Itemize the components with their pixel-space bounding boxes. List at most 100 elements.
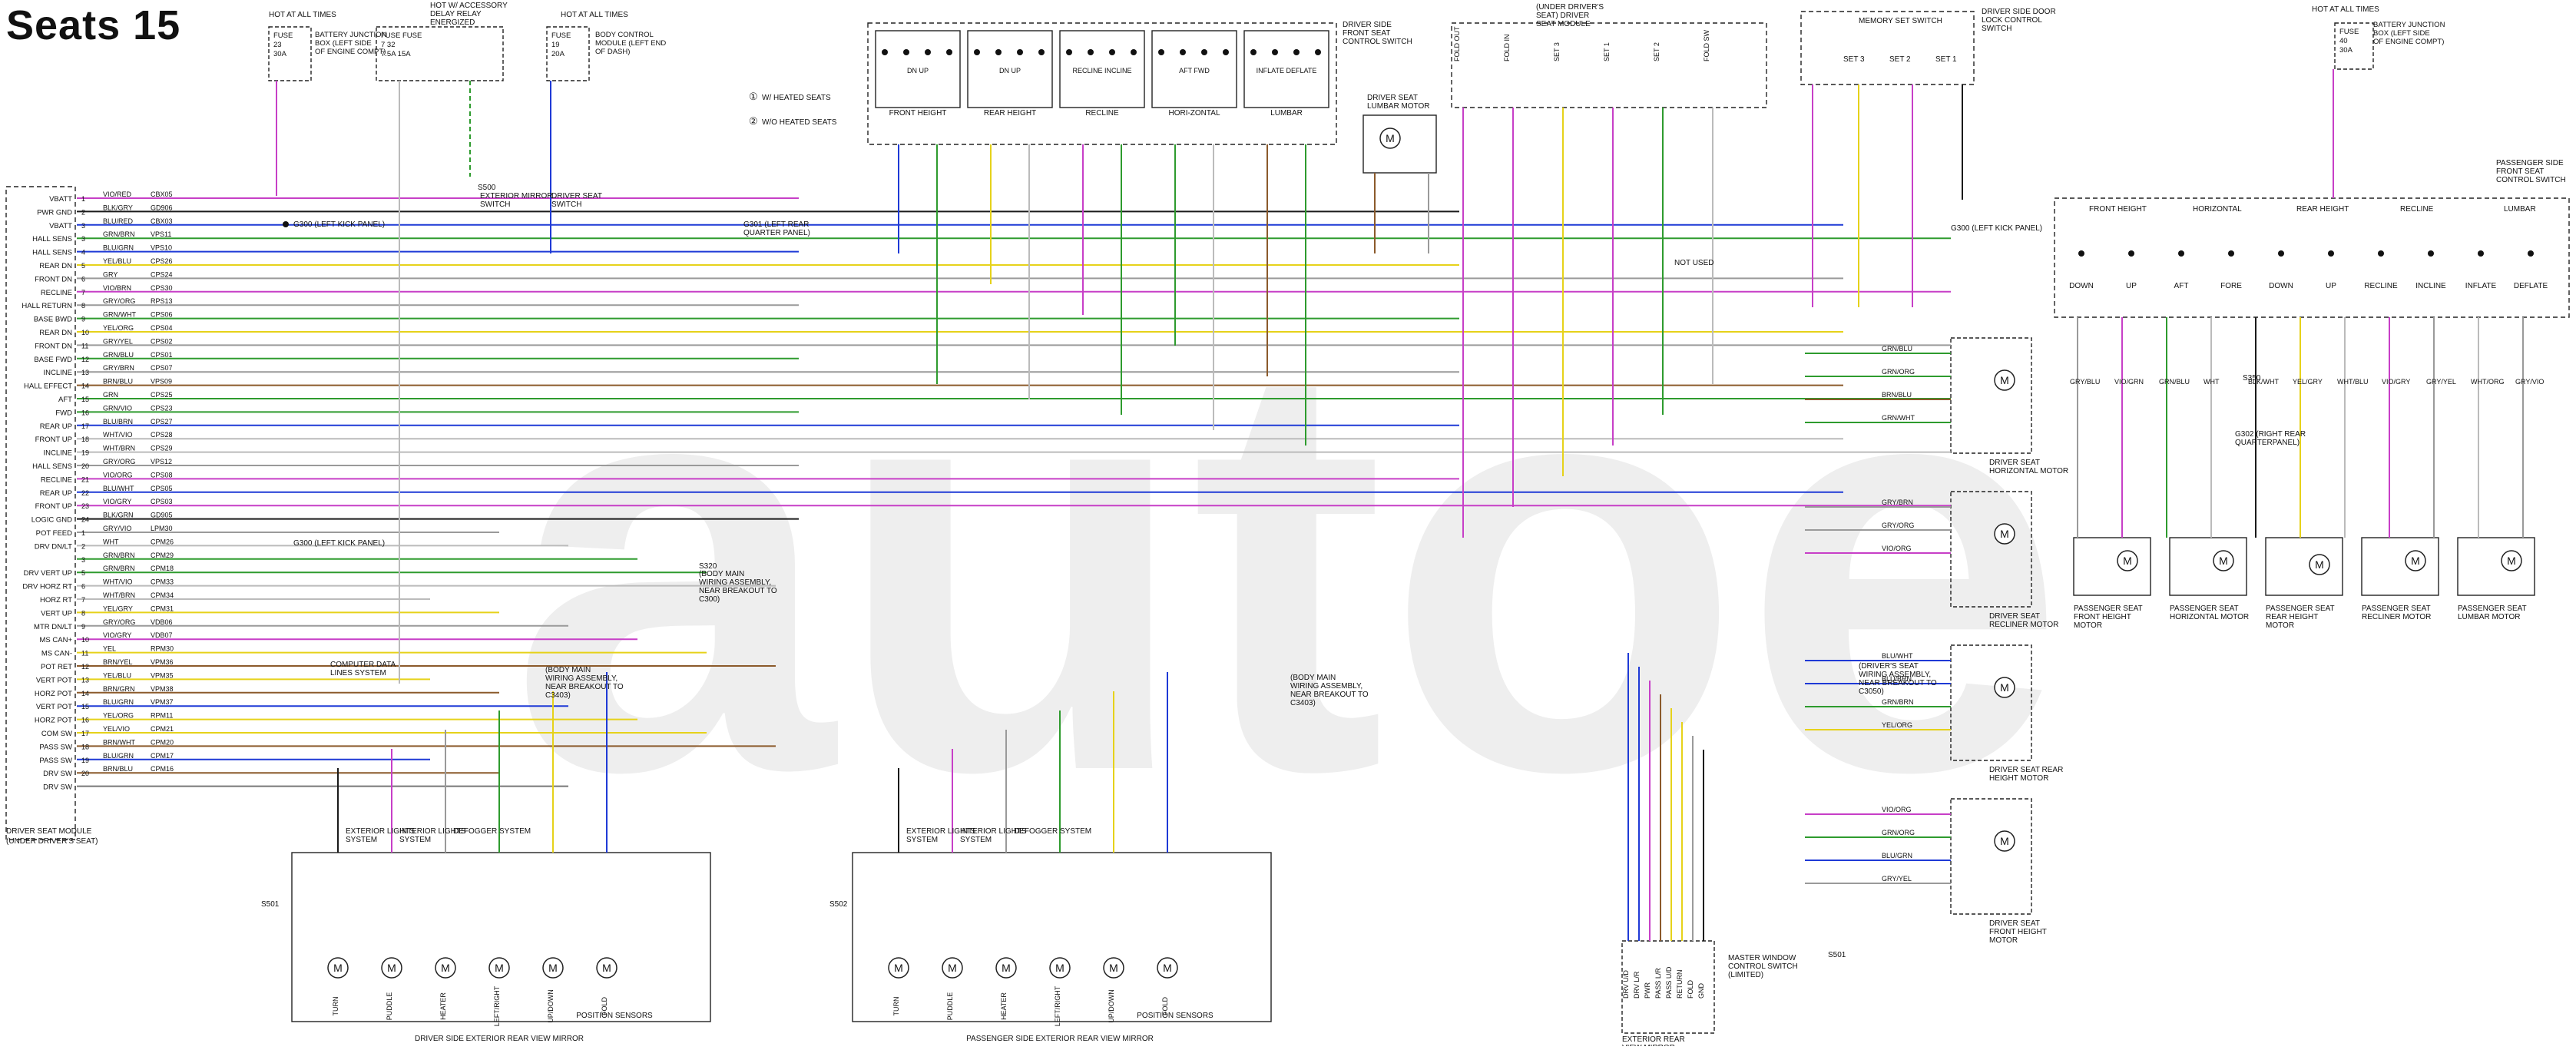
dsm-circuit-id: RPS13 (151, 297, 173, 305)
passenger-mirror-system-1: INTERIOR LIGHTS (960, 827, 1027, 836)
dsm-pin-number: 7 (81, 596, 85, 604)
dsm-wire-color: GRY/ORG (103, 458, 135, 465)
pass-fuse-box-label: OF ENGINE COMPT) (2373, 38, 2444, 46)
accessory-hot-label: HOT W/ ACCESSORY (430, 2, 508, 10)
heated-wo-label: W/O HEATED SEATS (762, 118, 837, 127)
s320-note: (BODY MAIN (699, 570, 744, 578)
passenger-mirror-system-1: SYSTEM (960, 836, 992, 844)
motor-letter: M (1386, 132, 1395, 144)
dsm-wire-color: BRN/WHT (103, 738, 135, 746)
dsm-circuit-id: CPS23 (151, 404, 173, 412)
motor-letter: M (1055, 962, 1065, 974)
driver-motor-label-3: MOTOR (1989, 936, 2018, 945)
dsm-pin-name: PASS SW (39, 757, 72, 765)
driver-mirror-sensors: POSITION SENSORS (576, 1012, 653, 1020)
dsm-circuit-id: CPS29 (151, 445, 173, 452)
s501-right: S501 (1828, 951, 1846, 959)
switch-contact (1131, 49, 1137, 55)
driver-motor-wire: VIO/ORG (1882, 545, 1912, 552)
dsm-circuit-id: VDB07 (151, 631, 173, 639)
pass-motor-icon-4 (2501, 550, 2522, 571)
dsm-pin-number: 8 (81, 609, 85, 617)
dsm-pin-number: 9 (81, 316, 85, 323)
dsm-circuit-id: RPM11 (151, 712, 173, 720)
pass-motor-label-2: MOTOR (2266, 621, 2294, 630)
driver-mirror-part-icon-5 (596, 957, 618, 979)
motor-letter: M (387, 962, 396, 974)
dsm-pin-number: 5 (81, 569, 85, 577)
bcm-fuse-box-text: FUSE (551, 31, 571, 40)
dsm-pin-name: HORZ POT (35, 690, 72, 698)
dsm-pin-number: 14 (81, 383, 89, 390)
driver-seat-switch-label: SWITCH (551, 200, 581, 209)
dsm-pin-name: FRONT DN (35, 275, 72, 283)
dsm-pin-number: 20 (81, 462, 89, 470)
dsm-pin-number: 22 (81, 489, 89, 497)
mirror-switch-pin: PASS U/D (1665, 966, 1673, 999)
driver-motor-wire: BLU/WHT (1882, 652, 1913, 660)
dsm-wire-color: YEL/GRY (103, 604, 133, 612)
accessory-fuse-box (376, 26, 504, 81)
driver-motor-label-1: RECLINER MOTOR (1989, 621, 2058, 629)
dsm-wire-color: YEL (103, 645, 116, 653)
passenger-mirror-part: HEATER (1000, 992, 1008, 1020)
s366-note: C3050) (1859, 687, 1884, 696)
dsm-wire-color: GRN/BRN (103, 230, 135, 238)
battery-box-label: BOX (LEFT SIDE (315, 39, 372, 48)
motor-letter: M (441, 962, 450, 974)
heated-w-label: W/ HEATED SEATS (762, 94, 831, 102)
dsm-wire-color: BRN/YEL (103, 658, 133, 666)
driver-mirror-part-icon-1 (381, 957, 402, 979)
driver-mirror-system-2: DEFOGGER SYSTEM (453, 827, 531, 836)
pass-switch-contact (2328, 250, 2334, 257)
driver-mirror-system-1: SYSTEM (399, 836, 431, 844)
dsm-pin-number: 21 (81, 475, 89, 483)
memory-set-1: SET 2 (1889, 55, 1911, 64)
dsm-pin-name: HALL SENS (32, 235, 72, 243)
memory-set-2: SET 1 (1935, 55, 1957, 64)
mirror-switch-label: EXTERIOR REAR (1622, 1035, 1685, 1044)
dsm-circuit-id: CPM34 (151, 591, 174, 599)
dsm-circuit-id: VPS12 (151, 458, 172, 465)
motor-letter: M (495, 962, 504, 974)
dsm-pin-name: POT RET (41, 663, 72, 671)
door-lock-switch-label: LOCK CONTROL (1982, 16, 2042, 25)
passenger-mirror-part-icon-4 (1103, 957, 1124, 979)
driver-motor-label-1: DRIVER SEAT (1989, 612, 2040, 621)
motor-letter: M (1163, 962, 1172, 974)
bcm-box-label: MODULE (LEFT END (595, 39, 666, 48)
driver-motor-icon-2 (1994, 677, 2015, 698)
driver-motor-3 (1950, 798, 2032, 915)
memory-pin-label: SET 3 (1553, 42, 1561, 61)
passenger-mirror (852, 852, 1272, 1022)
passenger-mirror-part: UP/DOWN (1108, 989, 1115, 1023)
passenger-mirror-part-icon-3 (1049, 957, 1071, 979)
dsm-pin-name: COM SW (41, 730, 72, 738)
pass-switch-header: HORIZONTAL (2193, 205, 2242, 214)
driver-memory-module (1451, 22, 1767, 108)
pass-switch-header: REAR HEIGHT (2296, 205, 2349, 214)
switch-section-2 (1059, 30, 1145, 108)
driver-mirror-part: PUDDLE (386, 992, 393, 1021)
s317-note: NEAR BREAKOUT TO (1290, 691, 1369, 699)
s501-left: S501 (261, 900, 280, 909)
dsm-pin-number: 3 (81, 556, 85, 564)
dsm-pin-number: 24 (81, 516, 89, 524)
pass-motor-4 (2457, 537, 2535, 596)
dsm-pin-number: 9 (81, 623, 85, 631)
mirror-switch-pin: PWR (1644, 982, 1651, 999)
pass-switch-header: RECLINE (2400, 205, 2434, 214)
mirror-switch-pin: DRV U/D (1622, 970, 1630, 999)
passenger-mirror-part-icon-1 (942, 957, 963, 979)
memory-module-label: SEAT MODULE (1536, 20, 1591, 28)
battery-box-label: OF ENGINE COMPT) (315, 48, 386, 56)
passenger-mirror-system-0: SYSTEM (906, 836, 938, 844)
dsm-wire-color: BLU/GRN (103, 698, 134, 706)
dsm-pin-name: DRV SW (43, 783, 72, 792)
pass-switch-bottom: DEFLATE (2514, 282, 2548, 290)
s320-note: C300) (699, 595, 720, 604)
memory-set-0: SET 3 (1843, 55, 1865, 64)
accessory-fuse-box-text: 7 32 (381, 41, 396, 49)
